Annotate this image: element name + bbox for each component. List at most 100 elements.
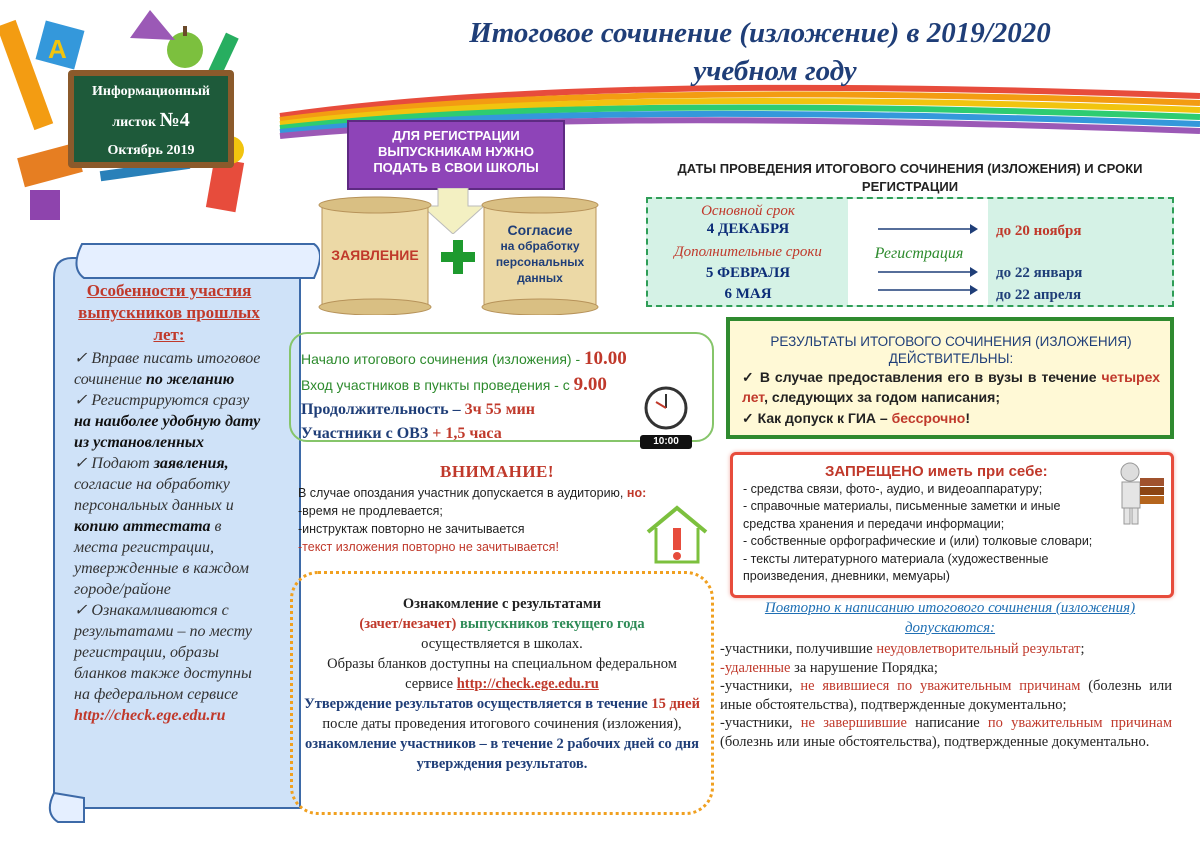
acq-line-3: осуществляется в школах.: [421, 636, 583, 652]
deadline-1: до 20 ноября: [996, 223, 1082, 239]
graduates-heading: Особенности участия выпускников прошлых …: [78, 281, 260, 344]
acq-line-1: Ознакомление с результатами: [303, 594, 701, 614]
application-scroll-bg: [318, 196, 432, 315]
start-time-value: 10.00: [584, 348, 627, 369]
repeat-body: -участники, получившие неудовлетворитель…: [720, 640, 1172, 751]
consent-line-4: данных: [517, 271, 563, 285]
down-arrow-icon: [420, 188, 486, 234]
graduates-item-4: ✓ Ознакамливаются с результатами – по ме…: [74, 602, 252, 724]
consent-label: Согласие на обработку персональных данны…: [478, 222, 602, 286]
extra-term-date-2: 6 МАЯ: [724, 286, 772, 302]
results-title: РЕЗУЛЬТАТЫ ИТОГОВОГО СОЧИНЕНИЯ (ИЗЛОЖЕНИ…: [770, 334, 1132, 366]
results-item-1-emphasis: четырех лет: [742, 369, 1160, 405]
repeat-item-4-text-c: (болезнь или иные обстоятельства), подтв…: [720, 733, 1150, 750]
forbidden-item-4: - тексты литературного материала (художе…: [743, 551, 1049, 584]
repeat-item-2-text: за нарушение Порядка;: [790, 659, 938, 676]
graduates-panel-bg: [48, 243, 320, 823]
repeat-item-2-emphasis: -удаленные: [720, 659, 791, 676]
graduates-item-3-text-b: согласие на обработку персональных данны…: [74, 476, 234, 514]
acq-after-date: после даты проведения итогового сочинени…: [322, 716, 682, 732]
acq-within-text: течение: [596, 696, 652, 712]
exam-times-box: Начало итогового сочинения (изложения) -…: [289, 332, 714, 442]
repeat-item-3-text-a: -участники,: [720, 678, 801, 694]
graduates-item-2-text: Регистрируются сразу: [91, 392, 250, 409]
duration-label: Продолжительность –: [301, 401, 465, 418]
ovz-value: + 1,5 часа: [432, 425, 502, 442]
acq-current-graduates: выпускников текущего года: [456, 616, 645, 632]
plus-icon: [441, 240, 475, 274]
repeat-item-1-text: -участники, получившие: [720, 641, 877, 657]
ovz-row: Участники с ОВЗ + 1,5 часа: [301, 422, 712, 446]
acq-familiarization: ознакомление участников – в течение 2 ра…: [305, 736, 699, 772]
page-title: Итоговое сочинение (изложение) в 2019/20…: [330, 14, 1190, 90]
title-line-1: Итоговое сочинение (изложение) в 2019/20…: [469, 17, 1051, 49]
acq-check-link[interactable]: http://check.ege.edu.ru: [456, 676, 599, 692]
graduates-item-2-emphasis: на наиболее удобную дату из установленны…: [74, 413, 261, 451]
deadline-3: до 22 апреля: [996, 287, 1082, 303]
repeat-item-4-emphasis-b: по уважительным причинам: [987, 715, 1172, 731]
repeat-item-3-text-b: (болезнь или иные обстоятельства), подтв…: [720, 678, 1173, 713]
results-item-2: ✓ Как допуск к ГИА – бессрочно!: [742, 410, 970, 426]
results-item-1-text-a: В случае предоставления его в вузы в теч…: [759, 369, 1102, 385]
graduates-item-1-emphasis: по желанию: [146, 371, 235, 388]
repeat-title: Повторно к написанию итогового сочинения…: [764, 600, 1136, 636]
attention-body: В случае опоздания участник допускается …: [298, 484, 718, 556]
acq-heading: Ознакомление с результатами: [402, 596, 602, 612]
ovz-label: Участники с ОВЗ: [301, 425, 433, 442]
arrow-right-icon: [878, 285, 978, 295]
repeat-item-4-text-a: -участники,: [720, 715, 801, 731]
attention-line-3: -инструктаж повторно не зачитывается: [298, 522, 525, 536]
graduates-item-3-emphasis-b: копию аттестата: [74, 518, 211, 535]
extra-term-date-1: 5 ФЕВРАЛЯ: [705, 265, 791, 281]
acq-line-2: (зачет/незачет) выпускников текущего год…: [303, 614, 701, 634]
graduates-item-3-emphasis-a: заявления,: [153, 455, 229, 472]
board-line-1: Информационный: [92, 84, 210, 99]
board-number: №4: [159, 109, 190, 131]
extra-term-label: Дополнительные сроки: [674, 244, 822, 260]
repeat-item-1: -участники, получившие неудовлетворитель…: [720, 640, 1172, 659]
consent-line-3: персональных: [495, 255, 585, 269]
graduates-item-3: ✓ Подают заявления, согласие на обработк…: [74, 455, 249, 598]
duration-value: 3ч 55 мин: [464, 401, 535, 418]
forbidden-items-box: ЗАПРЕЩЕНО иметь при себе: - средства свя…: [730, 452, 1174, 598]
dates-arrow-column: [848, 199, 988, 305]
registration-label: Регистрация: [874, 245, 964, 262]
repeat-item-3: -участники, не явившиеся по уважительным…: [720, 677, 1172, 714]
svg-text:A: A: [48, 34, 67, 64]
clock-digital: 10:00: [640, 435, 692, 449]
results-item-2-text-b: !: [965, 410, 970, 426]
forbidden-item-2: - справочные материалы, письменные замет…: [743, 499, 1061, 531]
graduates-item-1-text: Вправе писать итоговое сочинение: [74, 350, 261, 388]
results-item-1: ✓ В случае предоставления его в вузы в т…: [742, 369, 1160, 405]
repeat-item-2: -удаленные за нарушение Порядка;: [720, 659, 1172, 678]
consent-line-2: на обработку: [500, 239, 580, 253]
acq-forms-text: Образы бланков доступны на специальном ф…: [327, 656, 677, 692]
results-acquaintance-box: Ознакомление с результатами (зачет/незач…: [290, 571, 714, 815]
repeat-item-3-emphasis: не явившиеся по уважительным причинам: [800, 678, 1081, 694]
attention-line-2: -время не продлевается;: [298, 504, 443, 518]
title-line-2: учебном году: [693, 55, 857, 87]
graduates-item-2: ✓ Регистрируются сразу на наиболее удобн…: [74, 392, 261, 451]
arrow-right-icon: [878, 224, 978, 234]
attention-line-1: В случае опоздания участник допускается …: [298, 484, 718, 502]
results-validity-box: РЕЗУЛЬТАТЫ ИТОГОВОГО СОЧИНЕНИЯ (ИЗЛОЖЕНИ…: [726, 317, 1174, 439]
forbidden-title: ЗАПРЕЩЕНО иметь при себе:: [825, 463, 1048, 480]
attention-line-1-text: В случае опоздания участник допускается …: [298, 486, 627, 500]
check-ege-link[interactable]: http://check.ege.edu.ru: [74, 707, 226, 724]
application-label: ЗАЯВЛЕНИЕ: [331, 247, 419, 263]
start-time-label: Начало итогового сочинения (изложения) -: [301, 351, 585, 367]
repeat-item-4-emphasis-a: не завершившие: [800, 715, 907, 731]
entry-time-value: 9.00: [573, 374, 607, 395]
acq-15-days: 15 дней: [651, 696, 700, 712]
attention-line-1-emphasis: но:: [626, 486, 647, 500]
repeat-item-1-end: ;: [1080, 641, 1085, 657]
board-line-3: Октябрь 2019: [107, 143, 195, 158]
graduates-item-1: ✓ Вправе писать итоговое сочинение по же…: [74, 350, 261, 388]
repeat-item-4: -участники, не завершившие написание по …: [720, 714, 1172, 751]
consent-scroll-bg: [481, 196, 599, 315]
repeat-item-1-emphasis: неудовлетворительный результат: [876, 641, 1081, 657]
graduates-item-3-text-a: Подают: [91, 455, 154, 472]
dates-title: ДАТЫ ПРОВЕДЕНИЯ ИТОГОВОГО СОЧИНЕНИЯ (ИЗЛ…: [677, 161, 1143, 194]
main-term-date: 4 ДЕКАБРЯ: [706, 221, 790, 237]
board-line-2-prefix: листок: [112, 115, 160, 130]
